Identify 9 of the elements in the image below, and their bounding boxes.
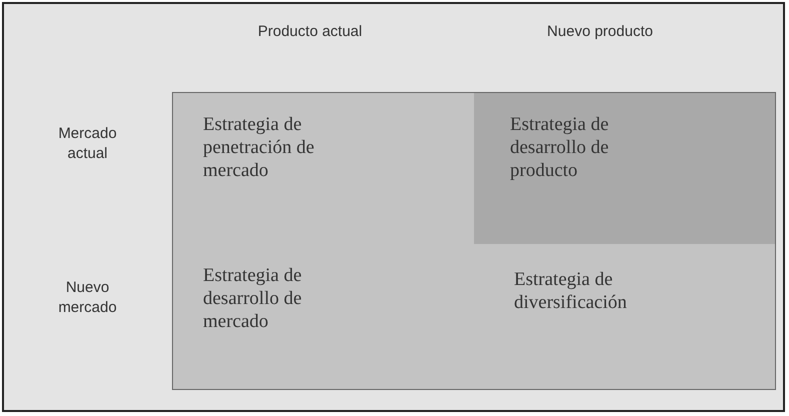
strategy-text: Estrategia de desarrollo de producto	[510, 113, 610, 182]
strategy-text: Estrategia de desarrollo de mercado	[203, 264, 303, 333]
column-header: Nuevo producto	[546, 22, 654, 42]
row-header: Nuevo mercado	[57, 278, 118, 318]
strategy-text: Estrategia de penetración de mercado	[203, 113, 316, 182]
row-header: Mercado actual	[57, 124, 118, 164]
matrix-cell	[474, 93, 775, 244]
strategy-text: Estrategia de diversificación	[514, 268, 628, 314]
column-header: Producto actual	[256, 22, 364, 42]
